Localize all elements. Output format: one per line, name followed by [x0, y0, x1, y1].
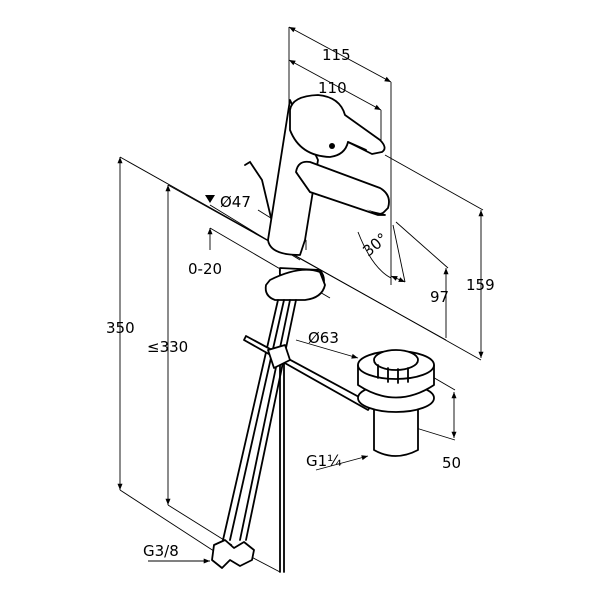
label-0-20: 0-20	[188, 260, 222, 278]
label-50: 50	[442, 454, 461, 472]
label-110: 110	[318, 79, 347, 97]
label-30-degrees: 30°	[359, 229, 391, 260]
pop-up-rod	[243, 335, 373, 411]
label-97: 97	[430, 288, 449, 306]
label-diameter-47: Ø47	[220, 193, 251, 211]
faucet-body	[244, 94, 390, 301]
label-g3-8: G3/8	[143, 542, 179, 560]
dimension-lines	[117, 26, 484, 573]
label-diameter-63: Ø63	[308, 329, 339, 347]
label-350: 350	[106, 319, 135, 337]
label-g1-1-4: G1¼	[306, 452, 342, 470]
hoses	[211, 299, 297, 573]
label-115: 115	[322, 46, 351, 64]
label-159: 159	[466, 276, 495, 294]
waste-valve	[357, 349, 435, 457]
label-330: ≤330	[147, 338, 188, 356]
